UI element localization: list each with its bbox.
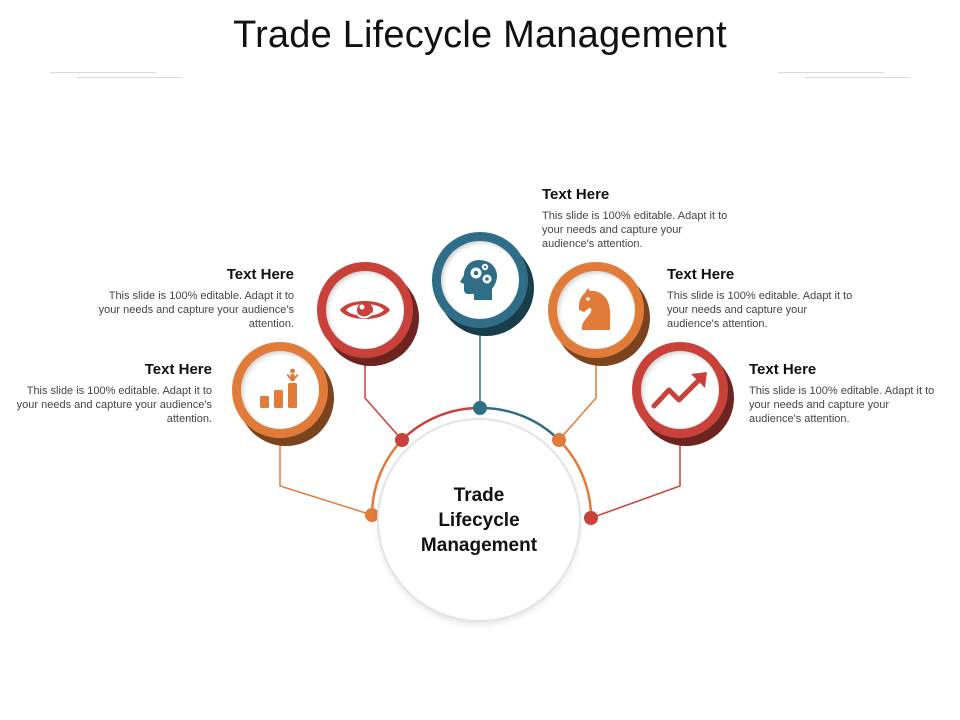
connector-line-5 [590, 436, 681, 519]
item-heading: Text Here [542, 186, 610, 203]
node-5 [632, 342, 734, 446]
chess-knight-icon [579, 288, 611, 330]
connector-line-1 [279, 436, 373, 516]
item-body: This slide is 100% editable. Adapt it to… [749, 385, 935, 425]
connector-dot-2 [395, 433, 409, 447]
node-inner [241, 351, 319, 429]
title-underline-right-2 [804, 77, 910, 78]
connector-dot-3 [473, 401, 487, 415]
arc-segment-2 [401, 406, 481, 441]
item-label-1: Text Here This slide is 100% editable. A… [12, 361, 212, 426]
arc-segment-4 [558, 439, 593, 519]
node-inner [441, 241, 519, 319]
node-inner [557, 271, 635, 349]
node-inner [641, 351, 719, 429]
arc-segment-1 [370, 439, 403, 516]
item-label-5: Text Here This slide is 100% editable. A… [749, 361, 935, 426]
trend-arrow-icon [651, 372, 707, 409]
slide-title: Trade Lifecycle Management [233, 14, 727, 56]
node-2 [317, 262, 419, 366]
title-underline-left-1 [50, 72, 156, 73]
connector-line-2 [364, 356, 403, 441]
item-label-4: Text Here This slide is 100% editable. A… [667, 266, 853, 331]
item-body: This slide is 100% editable. Adapt it to… [667, 290, 853, 330]
connector-dot-5 [584, 511, 598, 525]
connector-dot-4 [552, 433, 566, 447]
hub-circle: Trade Lifecycle Management [379, 420, 579, 620]
item-body: This slide is 100% editable. Adapt it to… [98, 290, 294, 330]
bar-chart-growth-icon [260, 368, 299, 408]
item-body: This slide is 100% editable. Adapt it to… [542, 210, 728, 250]
node-1 [232, 342, 334, 446]
node-4 [548, 262, 650, 366]
item-body: This slide is 100% editable. Adapt it to… [16, 385, 212, 425]
item-heading: Text Here [749, 361, 817, 378]
item-heading: Text Here [144, 361, 212, 378]
item-label-3: Text Here This slide is 100% editable. A… [542, 186, 728, 251]
title-underline-right-1 [778, 72, 884, 73]
item-heading: Text Here [226, 266, 294, 283]
eye-icon [340, 301, 390, 319]
hub-title: Trade Lifecycle Management [420, 484, 538, 556]
item-label-2: Text Here This slide is 100% editable. A… [94, 266, 294, 331]
head-gears-icon [460, 260, 497, 300]
title-underline-left-2 [76, 77, 182, 78]
node-inner [326, 271, 404, 349]
node-3 [432, 232, 534, 336]
connector-line-4 [558, 356, 597, 441]
connector-dot-1 [365, 508, 379, 522]
arc-segment-3 [479, 406, 560, 441]
item-heading: Text Here [667, 266, 735, 283]
